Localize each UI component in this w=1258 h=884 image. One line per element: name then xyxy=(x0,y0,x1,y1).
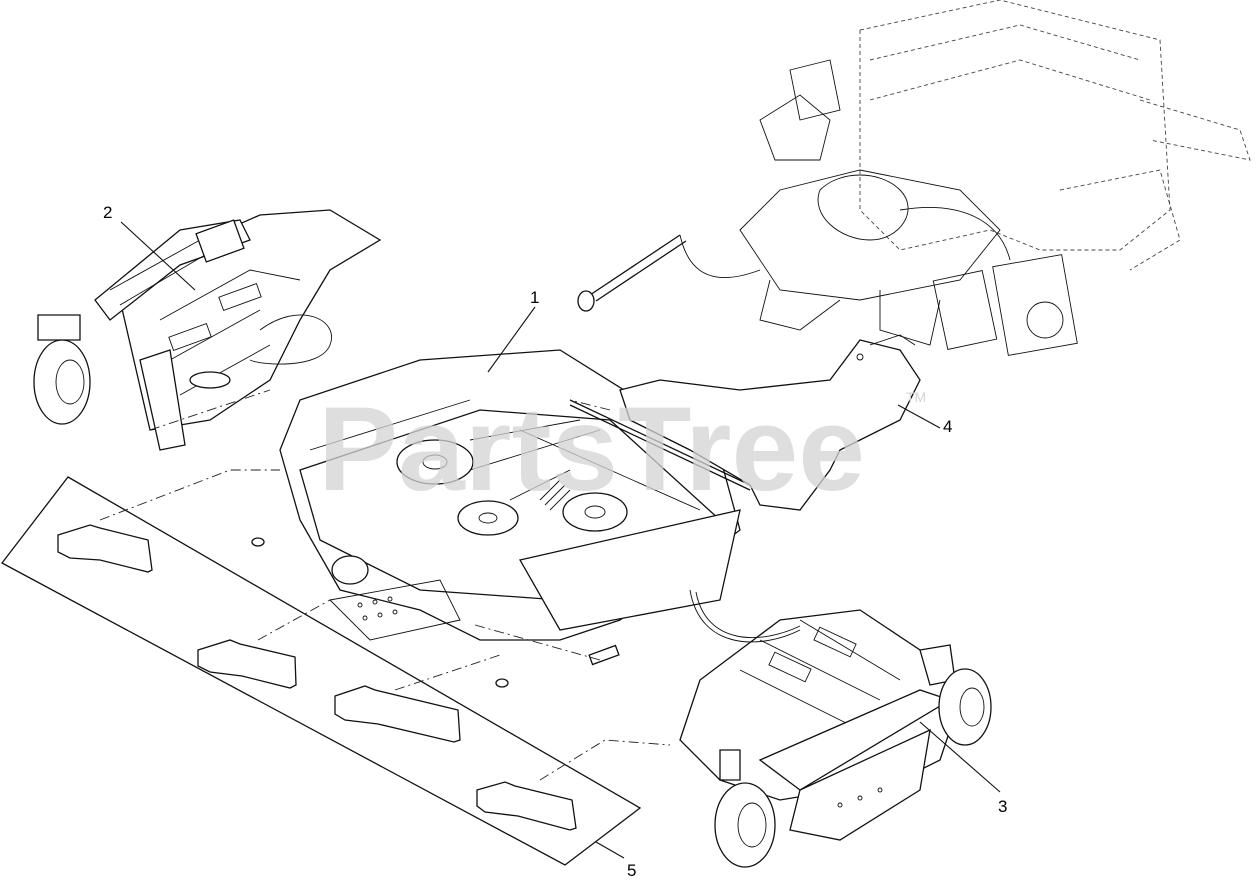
baffle-3 xyxy=(334,685,461,743)
baffle-1 xyxy=(57,524,153,573)
leader-4 xyxy=(897,404,941,429)
leader-3 xyxy=(919,721,1001,793)
baffle-4 xyxy=(476,781,577,831)
leader-1 xyxy=(487,306,536,373)
kit-frame xyxy=(1,476,642,866)
callout-4: 4 xyxy=(943,417,952,436)
baffle-kit xyxy=(1,476,642,866)
callouts: 1 2 3 4 5 xyxy=(103,203,1007,880)
alignment-lines xyxy=(99,389,671,781)
leader-5 xyxy=(595,841,625,859)
tractor-chassis-ghost xyxy=(679,0,1251,356)
shield-plate xyxy=(569,334,921,511)
right-deck-assembly xyxy=(679,589,992,868)
pto-shaft xyxy=(577,234,687,312)
left-deck-assembly xyxy=(33,209,382,451)
watermark-text: PartsTree xyxy=(318,382,865,516)
callout-2: 2 xyxy=(103,203,112,222)
callout-1: 1 xyxy=(530,288,539,307)
watermark: PartsTree TM xyxy=(318,382,926,516)
callout-3: 3 xyxy=(998,797,1007,816)
watermark-tm: TM xyxy=(906,389,926,405)
leader-lines xyxy=(120,221,1001,859)
baffle-2 xyxy=(197,639,297,689)
callout-5: 5 xyxy=(627,861,636,880)
center-deck-assembly xyxy=(251,349,741,688)
leader-2 xyxy=(120,221,196,291)
